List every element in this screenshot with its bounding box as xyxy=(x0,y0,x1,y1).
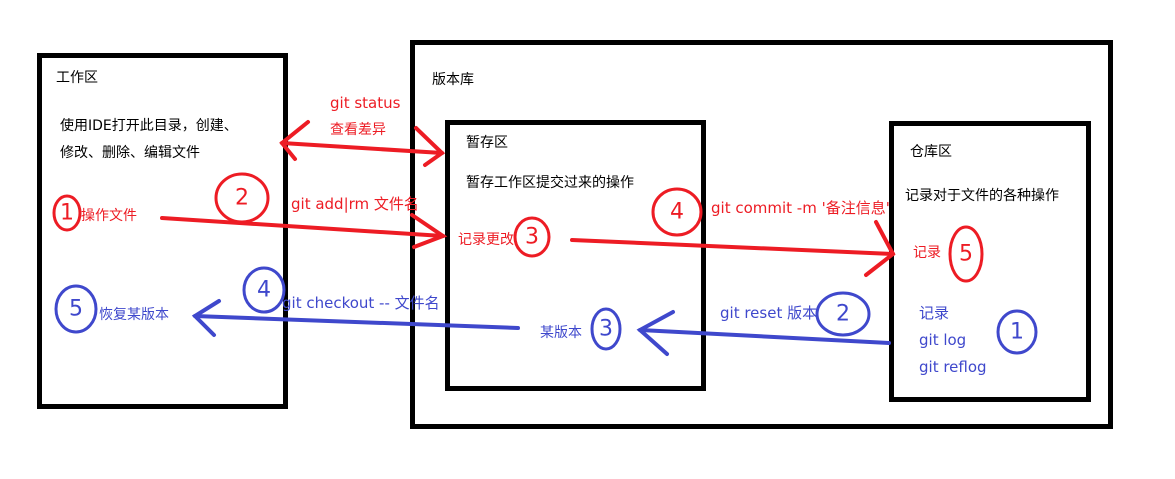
repository-box xyxy=(410,40,1113,429)
step-red-2: 2 xyxy=(235,185,249,211)
step-blue-4: 4 xyxy=(257,277,271,303)
step-red-5: 5 xyxy=(959,241,973,267)
step-circle-blue-2 xyxy=(815,291,871,337)
workspace-desc-1: 使用IDE打开此目录，创建、 xyxy=(60,118,238,134)
status-double-arrow xyxy=(279,120,446,167)
restore-version-label: 恢复某版本 xyxy=(99,307,169,323)
git-checkout-command: git checkout -- 文件名 xyxy=(282,294,440,312)
record-label-blue: 记录 xyxy=(919,304,950,322)
warehouse-title: 仓库区 xyxy=(910,144,952,160)
record-label-red: 记录 xyxy=(913,245,941,261)
step-red-4: 4 xyxy=(670,199,684,225)
warehouse-box xyxy=(889,121,1091,402)
step-circle-red-1 xyxy=(52,194,82,232)
step-circle-blue-5 xyxy=(54,284,98,334)
reset-arrow xyxy=(636,310,891,356)
git-add-command: git add|rm 文件名 xyxy=(291,195,419,213)
git-status-desc: 查看差异 xyxy=(330,122,386,138)
step-blue-2: 2 xyxy=(836,301,850,327)
commit-arrow xyxy=(570,220,896,277)
operate-files-label: 操作文件 xyxy=(81,208,137,224)
some-version-label: 某版本 xyxy=(540,325,582,341)
workspace-title: 工作区 xyxy=(56,70,98,86)
repository-title: 版本库 xyxy=(432,72,474,88)
record-change-label: 记录更改 xyxy=(458,232,514,248)
checkout-arrow xyxy=(191,299,520,337)
staging-desc: 暂存工作区提交过来的操作 xyxy=(466,175,634,191)
step-circle-blue-4 xyxy=(242,266,286,314)
step-circle-red-5 xyxy=(948,225,984,283)
step-blue-5: 5 xyxy=(69,296,83,322)
step-circle-blue-3 xyxy=(590,307,622,351)
warehouse-desc: 记录对于文件的各种操作 xyxy=(905,188,1059,204)
step-circle-red-4 xyxy=(651,187,703,237)
git-commit-command: git commit -m '备注信息' xyxy=(711,199,890,217)
add-arrow xyxy=(160,213,448,249)
git-reflog-command: git reflog xyxy=(919,358,987,376)
step-red-1: 1 xyxy=(60,200,74,226)
step-circle-blue-1 xyxy=(996,309,1038,355)
step-red-3: 3 xyxy=(525,224,539,250)
git-log-command: git log xyxy=(919,331,967,349)
step-circle-red-2 xyxy=(214,172,270,224)
step-blue-1: 1 xyxy=(1010,319,1024,345)
staging-title: 暂存区 xyxy=(466,135,508,151)
git-status-command: git status xyxy=(330,94,401,112)
workspace-desc-2: 修改、删除、编辑文件 xyxy=(60,145,200,161)
step-circle-red-3 xyxy=(513,216,551,258)
workspace-box xyxy=(37,53,288,409)
staging-box xyxy=(445,120,706,391)
step-blue-3: 3 xyxy=(599,316,613,342)
git-reset-command: git reset 版本 xyxy=(720,304,818,322)
